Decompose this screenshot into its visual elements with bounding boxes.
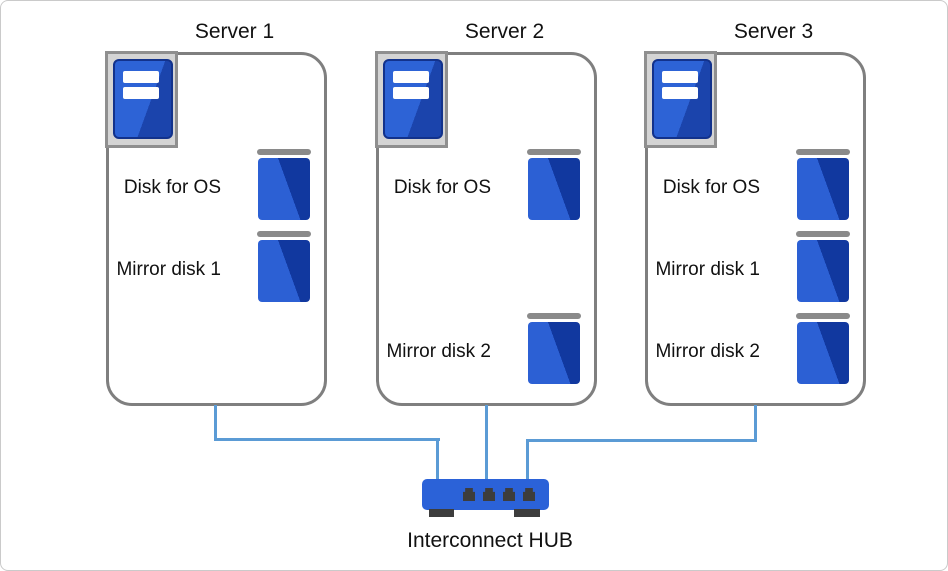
disk-cap [796, 231, 850, 237]
disk-cap [796, 313, 850, 319]
disk-icon [527, 149, 581, 220]
connector-server1-hub [214, 438, 440, 441]
hub-foot [514, 509, 540, 517]
interconnect-hub-icon [422, 479, 549, 517]
disk-body [528, 322, 580, 384]
server-2-title: Server 2 [464, 20, 545, 43]
disk-icon [796, 149, 850, 220]
tower-body [383, 59, 443, 139]
server-3-tower-icon [644, 51, 717, 148]
hub-port [503, 488, 515, 501]
disk-icon [257, 149, 311, 220]
server-2-tower-icon [375, 51, 448, 148]
tower-body [113, 59, 173, 139]
connector-server3-hub [754, 405, 757, 442]
disk-cap [257, 149, 311, 155]
server-3-title: Server 3 [733, 20, 814, 43]
tower-bar [662, 71, 698, 83]
hub-foot [429, 509, 454, 517]
connector-server3-hub [526, 439, 757, 442]
disk-cap [527, 149, 581, 155]
tower-bar [393, 71, 429, 83]
tower-bar [123, 87, 159, 99]
tower-bar [393, 87, 429, 99]
server-1-tower-icon [105, 51, 178, 148]
disk-body [797, 322, 849, 384]
disk-label: Mirror disk 2 [386, 341, 491, 362]
disk-label: Disk for OS [123, 177, 221, 198]
connector-server1-hub [436, 438, 439, 480]
disk-label: Disk for OS [662, 177, 760, 198]
disk-label: Mirror disk 1 [116, 259, 221, 280]
tower-body [652, 59, 712, 139]
disk-cap [527, 313, 581, 319]
disk-cap [796, 149, 850, 155]
disk-body [258, 158, 310, 220]
disk-label: Mirror disk 2 [655, 341, 760, 362]
disk-body [797, 158, 849, 220]
hub-port [463, 488, 475, 501]
connector-server1-hub [214, 405, 217, 441]
disk-icon [796, 231, 850, 302]
disk-icon [796, 313, 850, 384]
server-1-title: Server 1 [194, 20, 275, 43]
disk-label: Disk for OS [393, 177, 491, 198]
disk-icon [257, 231, 311, 302]
disk-body [528, 158, 580, 220]
disk-label: Mirror disk 1 [655, 259, 760, 280]
disk-cap [257, 231, 311, 237]
hub-port [523, 488, 535, 501]
hub-port [483, 488, 495, 501]
hub-label: Interconnect HUB [407, 529, 573, 552]
disk-body [797, 240, 849, 302]
connector-server3-hub [526, 439, 529, 481]
tower-bar [123, 71, 159, 83]
disk-icon [527, 313, 581, 384]
connector-server2-hub [485, 405, 488, 481]
tower-bar [662, 87, 698, 99]
disk-body [258, 240, 310, 302]
